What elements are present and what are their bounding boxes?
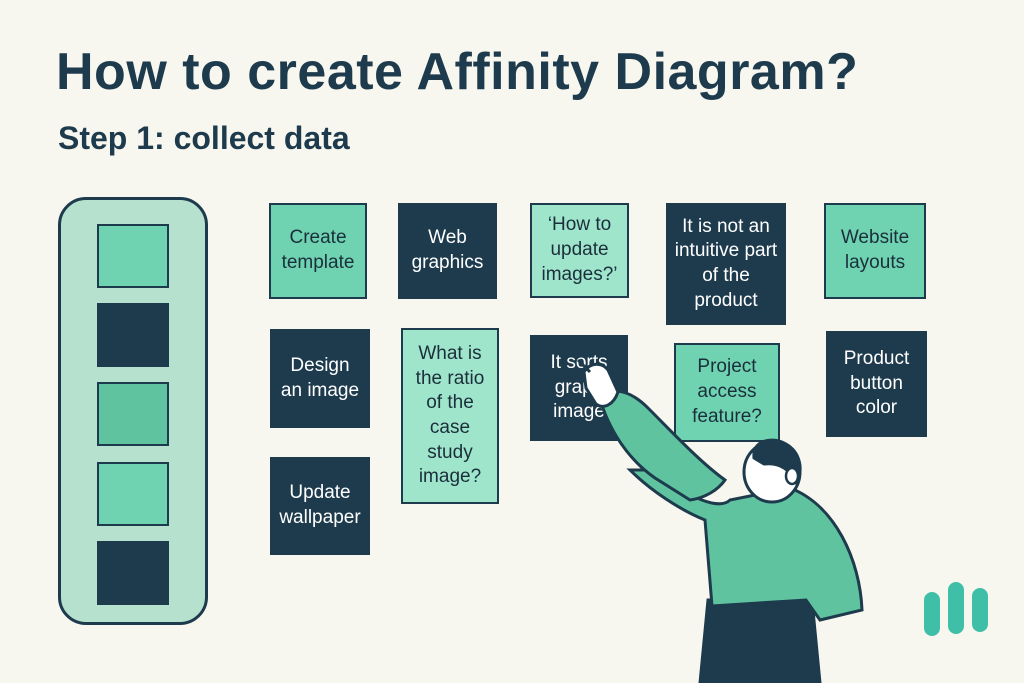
note-not-intuitive[interactable]: It is not an intuitive part of the produ… <box>666 203 786 325</box>
brand-logo-icon <box>924 582 988 636</box>
note-design-image[interactable]: Design an image <box>270 329 370 428</box>
step-subtitle: Step 1: collect data <box>58 120 350 156</box>
note-create-template[interactable]: Create template <box>269 203 367 299</box>
note-website-layouts[interactable]: Website layouts <box>824 203 926 299</box>
note-project-access[interactable]: Project access feature? <box>674 343 780 442</box>
note-text: Design an image <box>280 354 360 401</box>
note-text: ‘How to update images?’ <box>541 214 618 285</box>
note-text: Update wallpaper <box>279 482 361 528</box>
torso-sweater <box>626 468 864 622</box>
hair <box>752 438 802 485</box>
pointing-finger <box>576 358 592 374</box>
palette-swatch-navy[interactable] <box>97 303 169 367</box>
note-product-button[interactable]: Product button color <box>826 331 927 437</box>
note-text: Product button color <box>843 347 910 419</box>
note-how-to-update[interactable]: ‘How to update images?’ <box>530 203 629 298</box>
pointing-hand <box>582 362 620 408</box>
note-text: Web graphics <box>411 227 484 273</box>
note-text: Create template <box>281 227 355 273</box>
note-update-wallpaper[interactable]: Update wallpaper <box>270 457 370 555</box>
note-web-graphics[interactable]: Web graphics <box>398 203 497 299</box>
note-ratio-case-study[interactable]: What is the ratio of the case study imag… <box>401 328 499 504</box>
palette-swatch-navy-2[interactable] <box>97 541 169 605</box>
note-text: Project access feature? <box>692 356 762 427</box>
sticky-note-palette <box>58 197 208 625</box>
palette-swatch-green[interactable] <box>97 382 169 446</box>
palette-swatch-mint-2[interactable] <box>97 462 169 526</box>
page-title: How to create Affinity Diagram? <box>56 43 859 101</box>
note-text: Website layouts <box>840 227 910 273</box>
note-text: What is the ratio of the case study imag… <box>415 342 485 488</box>
palette-swatch-mint[interactable] <box>97 224 169 288</box>
raised-arm <box>596 389 728 502</box>
trousers <box>698 598 822 683</box>
note-text: It is not an intuitive part of the produ… <box>674 215 778 311</box>
ear <box>784 466 800 486</box>
